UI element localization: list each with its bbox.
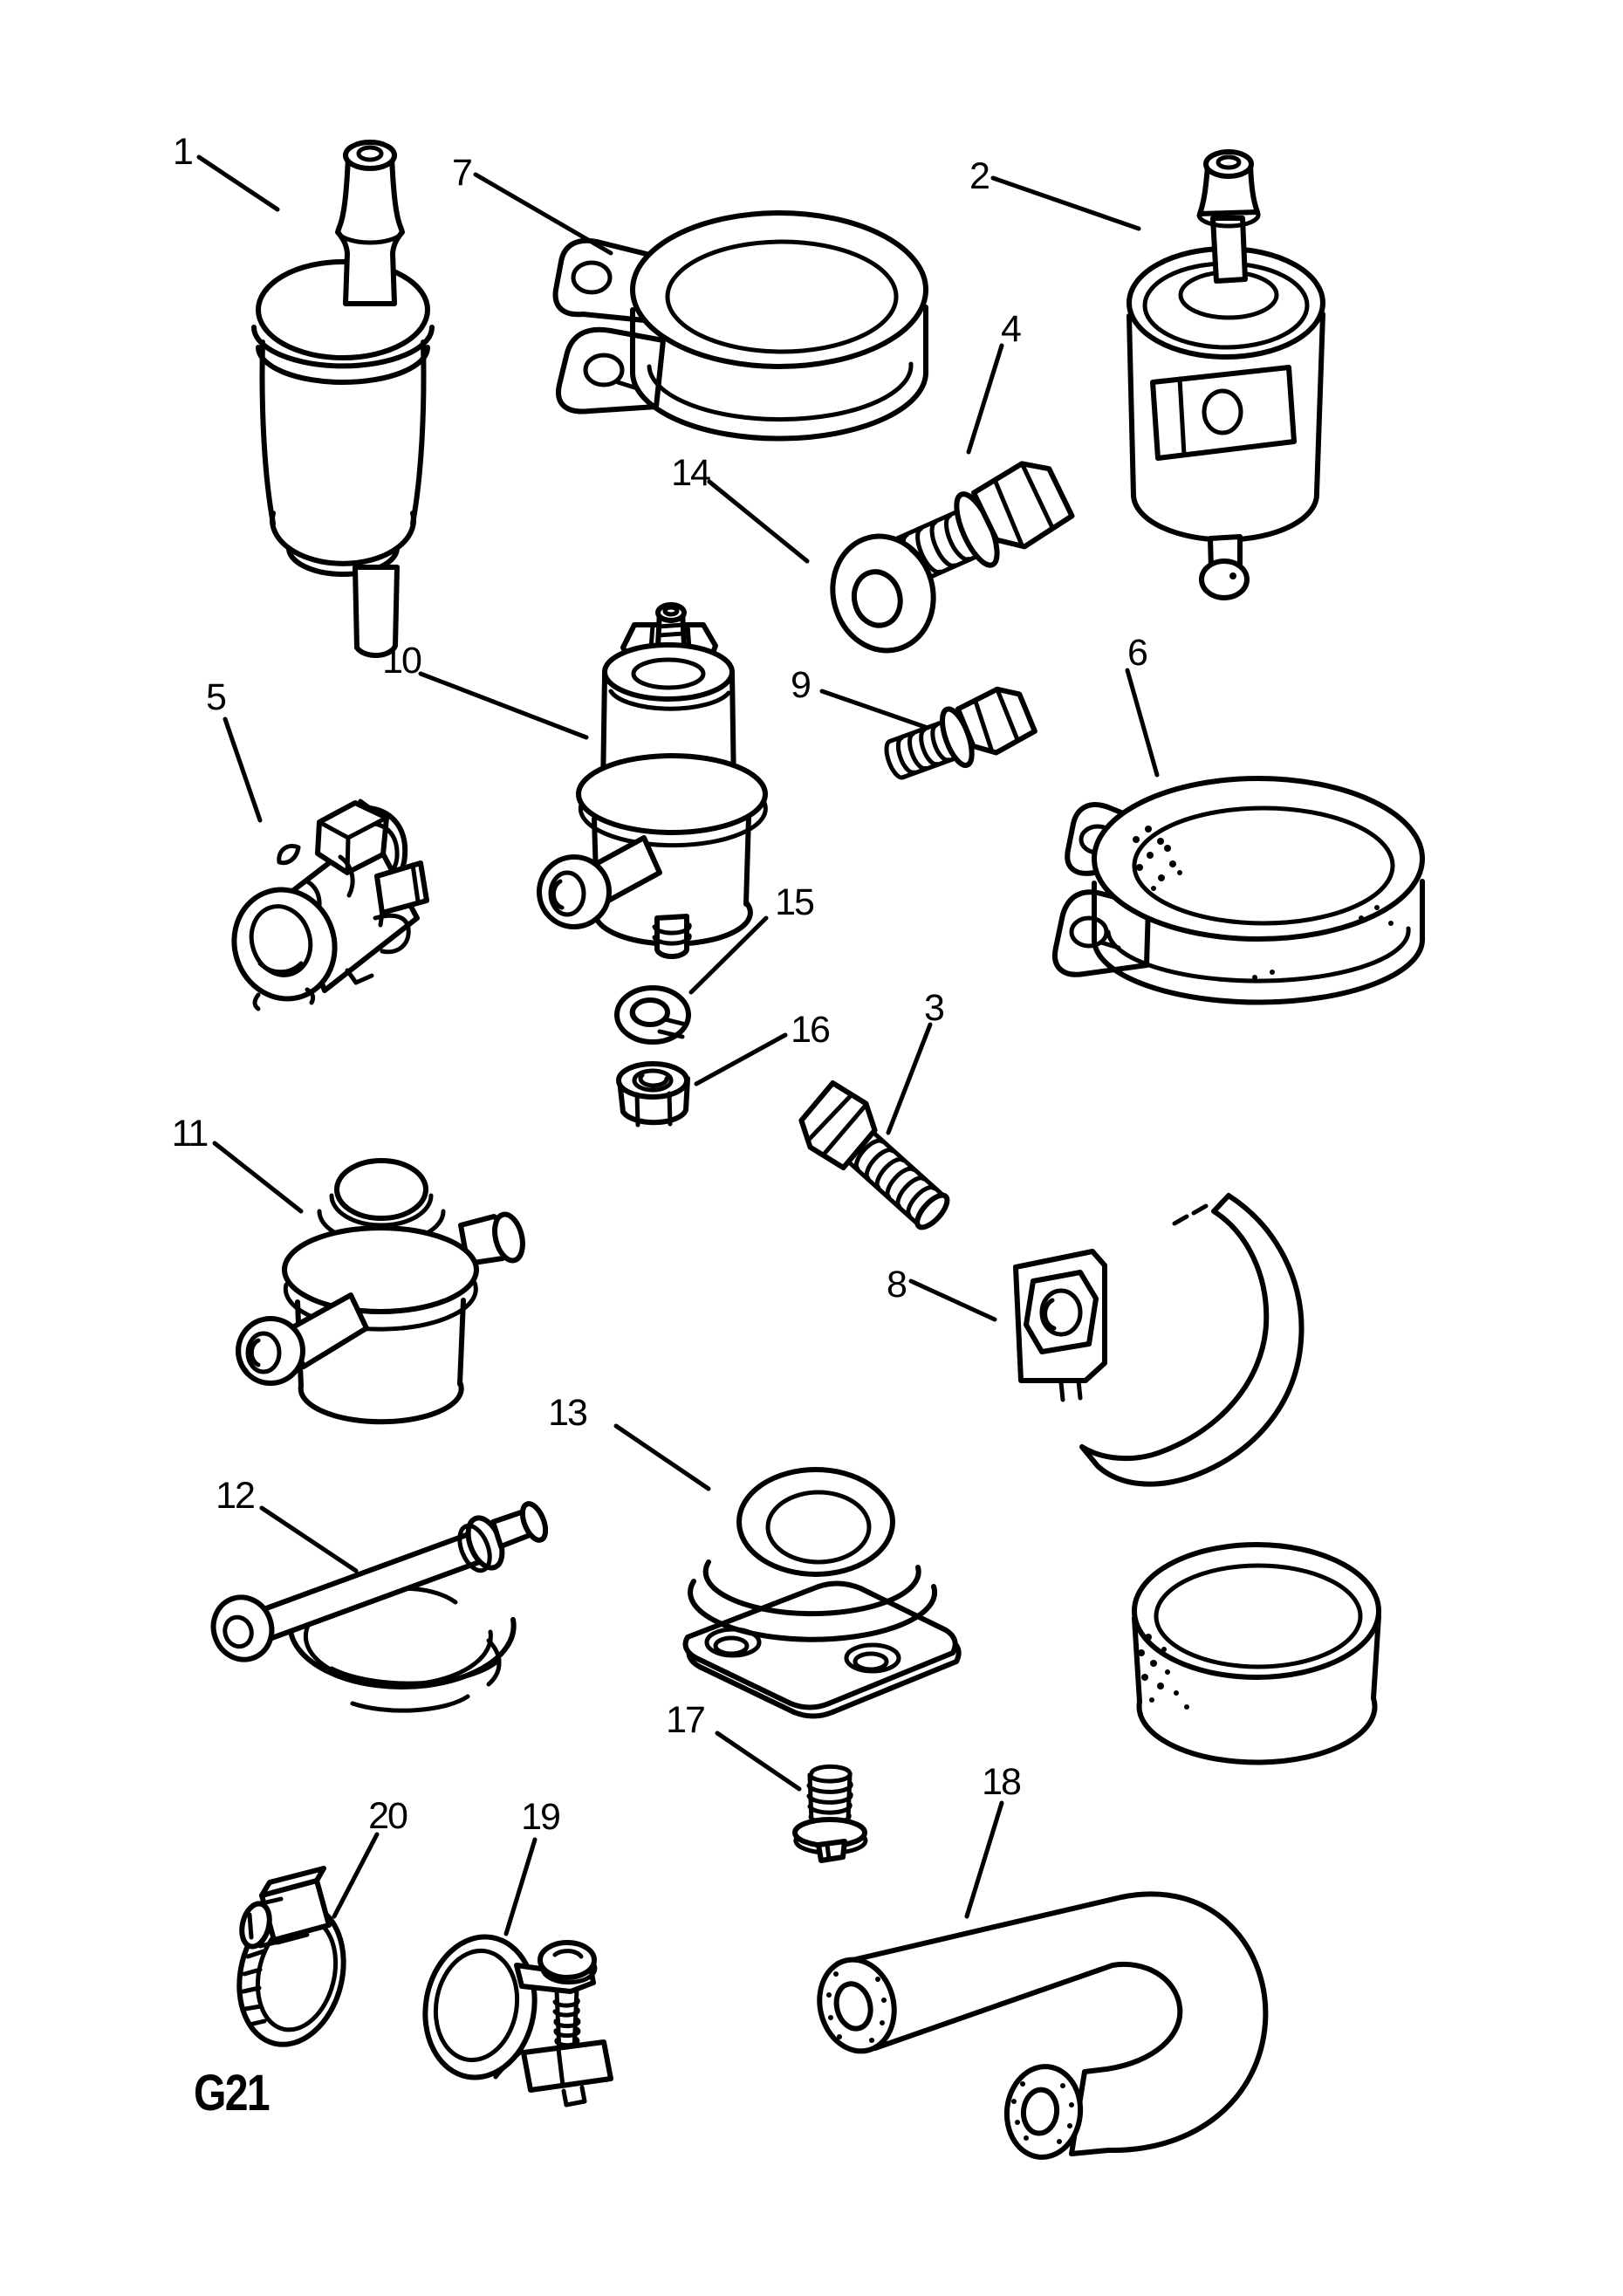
callout-20: 20	[368, 1795, 407, 1837]
leader-line-9	[819, 689, 930, 730]
callout-8: 8	[887, 1264, 907, 1306]
leader-line-5	[223, 716, 263, 823]
part-13-flanged-damper-drawing	[682, 1467, 962, 1719]
callout-14: 14	[671, 452, 710, 494]
leader-line-12	[259, 1505, 359, 1573]
leader-line-15	[688, 915, 769, 995]
stipple-texture	[826, 1971, 887, 2043]
part-17-screw-drawing	[792, 1764, 868, 1863]
part-12-tube-diaphragm-drawing	[210, 1501, 549, 1713]
callout-2: 2	[969, 155, 989, 197]
part-10-pressure-regulator-drawing	[537, 602, 768, 960]
part-20-worm-drive-clamp-drawing	[236, 1866, 346, 2047]
part-2-fuel-filter-drawing	[1127, 149, 1325, 600]
stipple-texture	[1138, 1634, 1189, 1710]
part-16-hex-nut-drawing	[616, 1061, 690, 1127]
rubber-sleeve-drawing	[1132, 1542, 1381, 1765]
leader-line-20	[332, 1832, 380, 1919]
part-15-spring-washer-drawing	[614, 985, 691, 1045]
leader-line-13	[613, 1423, 711, 1491]
leader-line-1	[196, 154, 280, 212]
leader-line-14	[707, 479, 810, 564]
callout-5: 5	[206, 676, 226, 718]
leader-line-16	[694, 1032, 788, 1086]
diagram-code: G21	[194, 2065, 270, 2121]
callout-4: 4	[1001, 308, 1021, 350]
leader-line-18	[964, 1800, 1004, 1919]
part-9-flange-bolt-drawing	[884, 686, 1037, 780]
callout-1: 1	[173, 131, 192, 173]
callout-18: 18	[982, 1761, 1021, 1803]
callout-10: 10	[382, 640, 421, 682]
part-7-hose-clamp-drawing	[552, 210, 929, 442]
callout-labels: 1 7 2 4 14 5 10 9 6 15 16 3 11 8 13 12 1…	[172, 131, 1149, 1838]
callout-17: 17	[666, 1699, 704, 1741]
part-18-fuel-hose-drawing	[817, 1891, 1269, 2160]
callout-19: 19	[521, 1796, 559, 1838]
part-14-washer-drawing	[830, 533, 936, 654]
leader-line-10	[418, 671, 589, 740]
stipple-texture	[1011, 2081, 1074, 2144]
part-11-pressure-damper-drawing	[236, 1158, 525, 1425]
leader-line-2	[990, 175, 1141, 231]
leader-line-17	[715, 1731, 802, 1792]
leader-line-8	[908, 1278, 997, 1322]
callout-6: 6	[1127, 632, 1147, 674]
callout-13: 13	[548, 1392, 587, 1434]
part-8-mounting-bracket-drawing	[1013, 1193, 1305, 1487]
part-6-hose-clamp-drawing	[1051, 776, 1426, 1005]
leader-line-11	[212, 1141, 304, 1214]
leader-line-7	[473, 172, 613, 256]
part-4-flange-bolt-drawing	[876, 461, 1075, 593]
callout-15: 15	[775, 881, 814, 923]
leader-lines	[196, 154, 1160, 1936]
leader-line-6	[1125, 668, 1160, 778]
stipple-texture	[1133, 826, 1394, 980]
callout-12: 12	[216, 1475, 254, 1517]
part-3-hex-bolt-drawing	[798, 1080, 950, 1230]
callout-16: 16	[791, 1009, 830, 1051]
callout-9: 9	[791, 664, 810, 706]
callout-3: 3	[924, 987, 944, 1029]
part-1-inline-fuel-filter-drawing	[251, 140, 435, 659]
part-5-retaining-clip-drawing	[231, 798, 429, 1011]
callout-7: 7	[452, 152, 471, 194]
leader-line-19	[503, 1837, 538, 1936]
callout-11: 11	[172, 1113, 208, 1155]
leader-line-3	[886, 1022, 933, 1135]
part-19-hose-clip-drawing	[422, 1934, 613, 2108]
leader-line-4	[966, 343, 1004, 455]
